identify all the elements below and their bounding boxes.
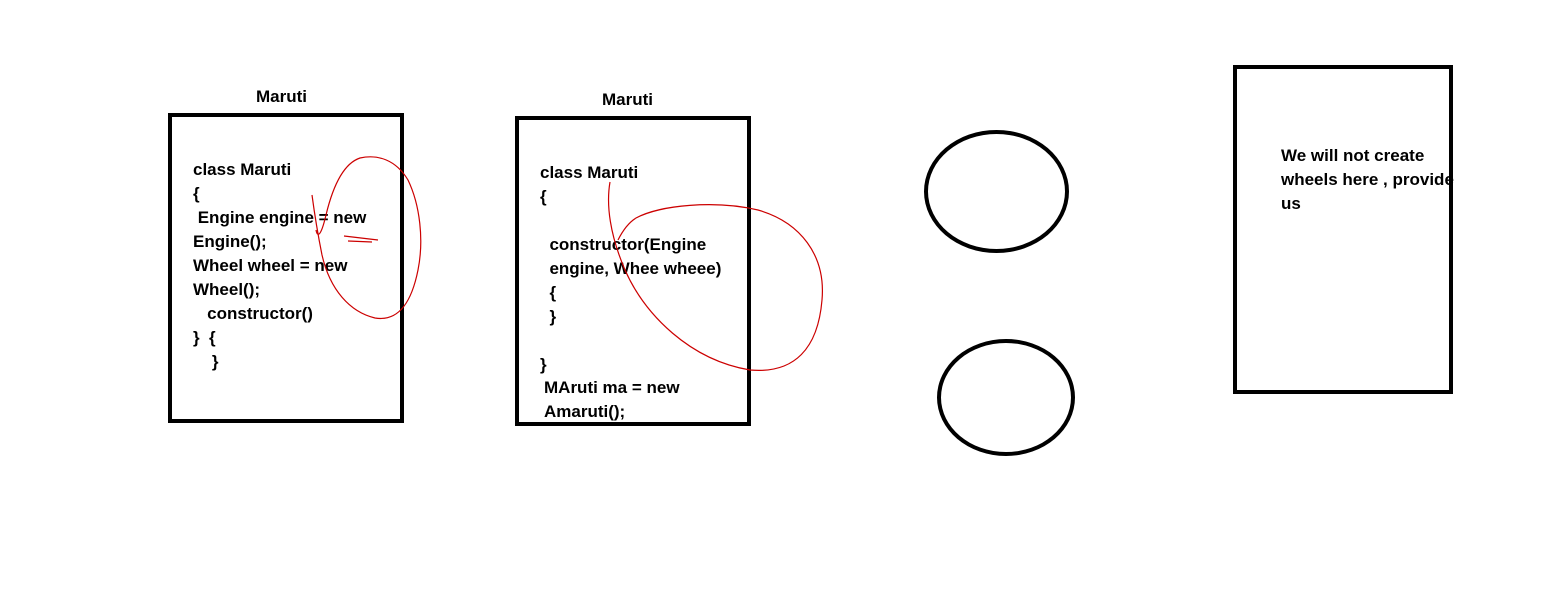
- code-line: [540, 209, 721, 233]
- middle-panel-title: Maruti: [602, 90, 653, 109]
- code-line: {: [193, 184, 200, 203]
- code-line: }: [193, 352, 219, 371]
- right-note-text: We will not create wheels here , provide…: [1281, 144, 1454, 216]
- code-line: Engine engine = new: [193, 208, 367, 227]
- wheel-ellipse-bottom: [937, 339, 1075, 456]
- middle-code-block: class Maruti { constructor(Engine engine…: [540, 161, 721, 377]
- left-code-block: class Maruti { Engine engine = new Engin…: [193, 158, 366, 374]
- code-line: Wheel();: [193, 280, 261, 299]
- note-line: We will not create: [1281, 146, 1425, 165]
- code-line: class Maruti: [540, 163, 639, 182]
- code-line: }: [540, 307, 557, 326]
- code-line: MAruti ma = new: [544, 378, 680, 397]
- code-line: {: [540, 283, 557, 302]
- code-line: constructor(Engine: [540, 235, 707, 254]
- code-line: Amaruti();: [544, 402, 626, 421]
- middle-usage-block: MAruti ma = new Amaruti();: [544, 376, 680, 424]
- code-line: engine, Whee wheee): [540, 259, 722, 278]
- code-line: [540, 329, 721, 353]
- note-line: wheels here , provide: [1281, 170, 1454, 189]
- code-line: constructor(): [193, 304, 313, 323]
- code-line: Engine();: [193, 232, 267, 251]
- code-line: } {: [193, 328, 216, 347]
- note-line: us: [1281, 194, 1301, 213]
- right-note-box: [1233, 65, 1453, 394]
- code-line: Wheel wheel = new: [193, 256, 348, 275]
- code-line: }: [540, 355, 547, 374]
- left-panel-title: Maruti: [256, 87, 307, 106]
- code-line: class Maruti: [193, 160, 292, 179]
- wheel-ellipse-top: [924, 130, 1069, 253]
- code-line: {: [540, 187, 547, 206]
